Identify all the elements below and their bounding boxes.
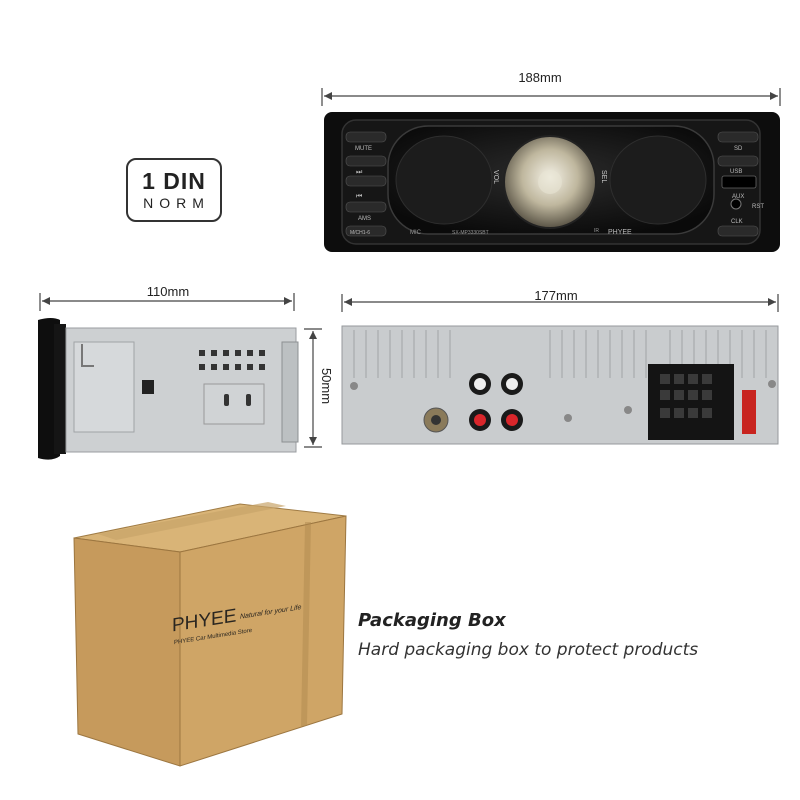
din-badge-subtitle: NORM <box>143 195 210 211</box>
side-depth-label: 110mm <box>146 284 190 299</box>
btn-usb-label: USB <box>730 169 742 175</box>
model-label: SX-MP3330SBT <box>452 230 489 236</box>
vol-label: VOL <box>492 170 499 184</box>
packaging-box-image: PHYEE Natural for your Life PHYEE Car Mu… <box>73 502 347 767</box>
rear-width-dimension <box>341 294 779 312</box>
svg-text:⏭: ⏭ <box>356 169 363 176</box>
svg-text:⏮: ⏮ <box>356 193 362 200</box>
din-badge: 1 DIN NORM <box>126 158 222 222</box>
rear-panel-image <box>341 325 779 445</box>
btn-mute-label: MUTE <box>355 146 372 152</box>
front-panel-image: MUTE ⏭ ⏮ AMS M/CH1-6 SD USB AUX CLK RST … <box>324 112 780 252</box>
packaging-title: Packaging Box <box>358 610 506 631</box>
btn-clk-label: CLK <box>731 219 743 225</box>
brand-label: PHYEE <box>608 229 632 236</box>
rst-label: RST <box>752 204 764 210</box>
btn-ams-label: AMS <box>358 216 371 222</box>
side-view-image <box>38 318 299 460</box>
rear-width-label: 177mm <box>534 288 578 303</box>
front-width-dimension <box>321 88 781 106</box>
side-depth-dimension <box>39 293 295 311</box>
btn-sd-label: SD <box>734 146 743 152</box>
din-badge-title: 1 DIN <box>142 168 206 194</box>
btn-mch-label: M/CH1-6 <box>350 230 370 236</box>
height-label: 50mm <box>319 367 334 405</box>
height-dimension <box>304 328 322 448</box>
sel-label: SEL <box>600 170 607 183</box>
packaging-description: Hard packaging box to protect products <box>358 640 699 660</box>
btn-aux-label: AUX <box>732 194 744 200</box>
front-width-label: 188mm <box>518 70 562 85</box>
ir-label: IR <box>594 228 599 234</box>
mic-label: MIC <box>410 230 422 236</box>
